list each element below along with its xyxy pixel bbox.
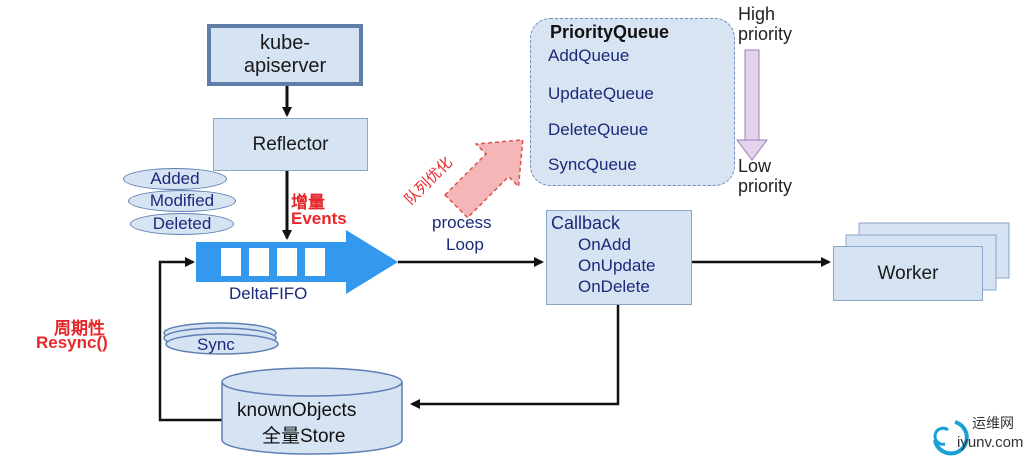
sync-disc-stack [163,322,279,355]
priority-queue-title: PriorityQueue [550,22,670,42]
arrow-callback-to-store [410,305,620,409]
worker-box: Worker [833,246,983,301]
event-type-deleted: Deleted [130,213,234,235]
watermark-url: iyunv.com [957,434,1024,451]
loop-label: Loop [446,235,484,254]
watermark-logo [933,420,969,456]
kube-apiserver-box: kube- apiserver [207,24,363,86]
process-label: process [432,213,492,232]
callback-onupdate: OnUpdate [578,255,656,275]
watermark-cn: 运维网 [972,415,1014,431]
resync-label-cn: 周期性 [54,319,105,338]
arrow-resync-loop [158,257,222,422]
incremental-label-en: Events [291,209,347,228]
deltafifo-label: DeltaFIFO [229,284,308,303]
store-label-line2: 全量Store [262,426,346,447]
sync-queue-label: SyncQueue [548,155,637,174]
delete-queue-label: DeleteQueue [548,120,649,139]
callback-onadd: OnAdd [578,234,631,254]
priority-queue-container [530,18,735,186]
store-label-line1: knownObjects [237,400,357,421]
callback-title: Callback [551,213,621,233]
high-priority-label: High priority [738,4,793,44]
low-priority-label: Low priority [738,156,793,196]
add-queue-label: AddQueue [548,46,630,65]
callback-ondelete: OnDelete [578,276,650,296]
update-queue-label: UpdateQueue [548,84,654,103]
callback-box: Callback OnAdd OnUpdate OnDelete [546,210,692,305]
incremental-label-cn: 增量 [291,193,325,212]
reflector-box: Reflector [213,118,368,171]
event-type-modified: Modified [128,190,236,212]
queue-optimize-arrow [443,139,524,219]
event-type-added: Added [123,168,227,190]
priority-direction-arrow [736,49,768,161]
resync-label-en: Resync() [36,333,108,352]
sync-label: Sync [197,335,235,354]
deltafifo-queue-shape [196,230,398,294]
store-cylinder [221,367,403,455]
